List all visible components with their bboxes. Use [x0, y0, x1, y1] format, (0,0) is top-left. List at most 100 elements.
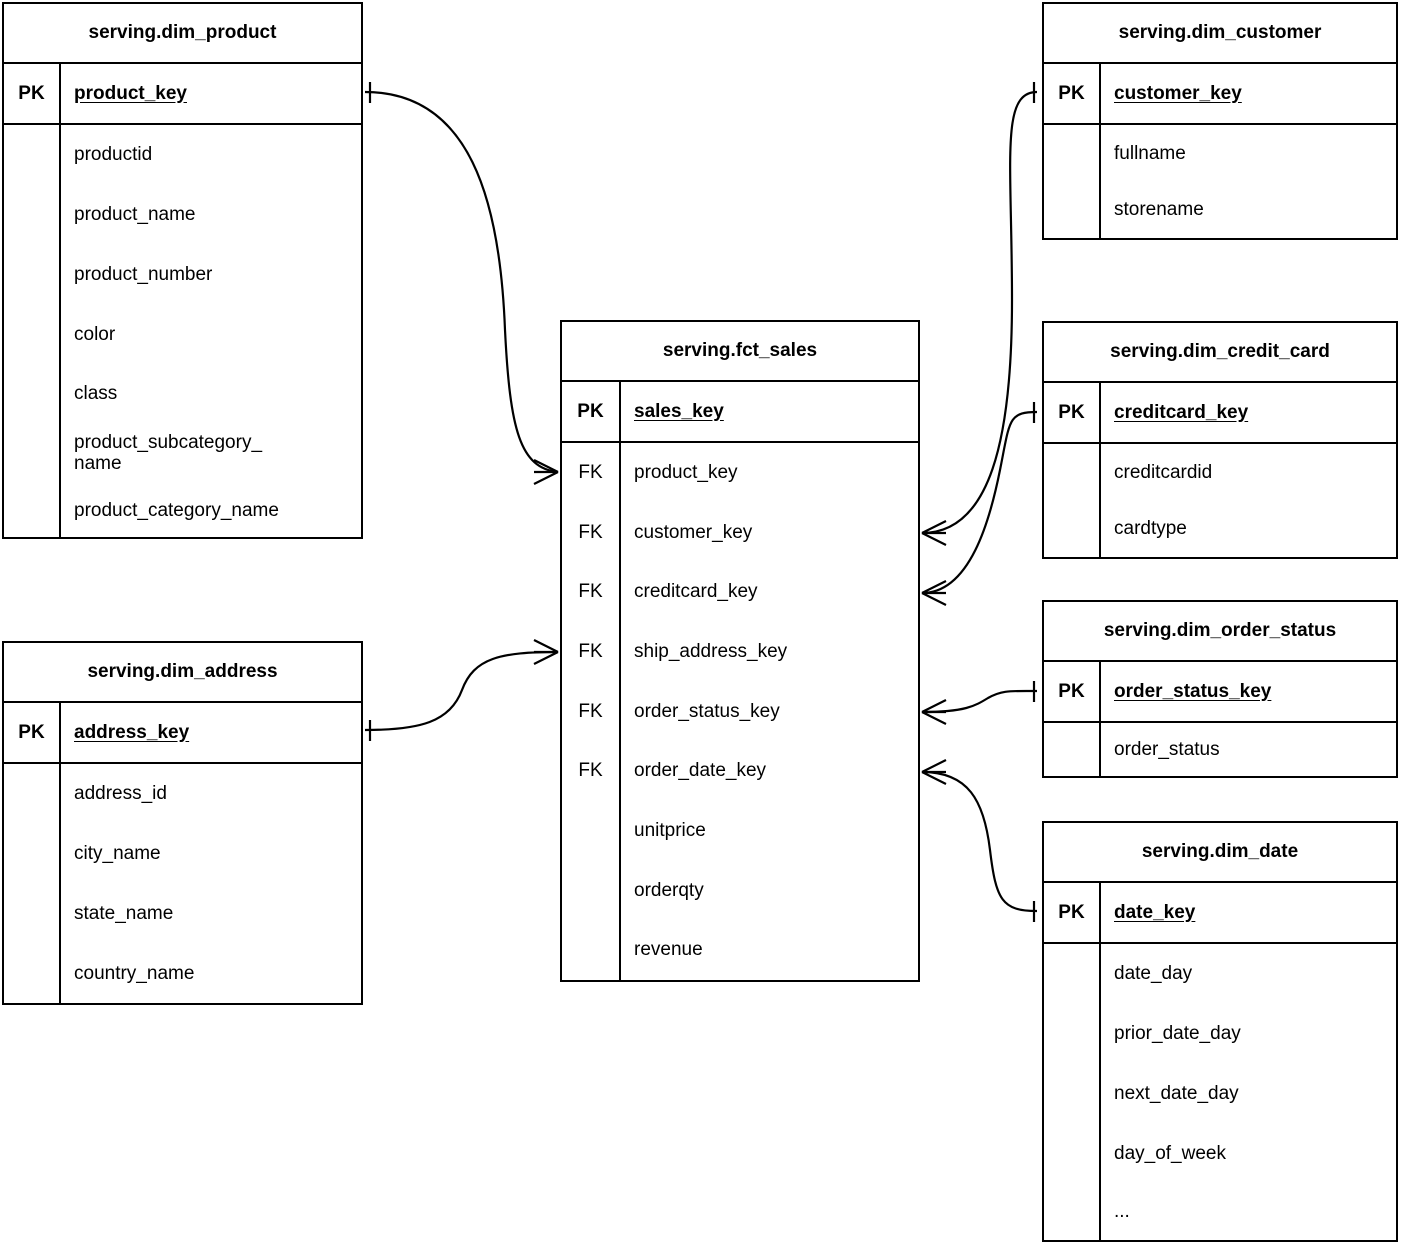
entity-body-dim-customer: PK customer_key fullname storename [1044, 64, 1396, 238]
fk-marker-order-date-key: FK [578, 760, 603, 782]
field-dim-date-day-of-week: day_of_week [1114, 1143, 1226, 1164]
field-fct-sales-revenue: revenue [634, 939, 703, 961]
entity-dim-order-status[interactable]: serving.dim_order_status PK order_status… [1042, 600, 1398, 778]
gutter-dim-credit-card-attrs [1044, 444, 1101, 557]
connector-line-sales-to-order-status [921, 689, 1038, 714]
pk-row-dim-date: PK date_key [1044, 883, 1396, 944]
attr-block-dim-product: productid product_name product_number co… [4, 125, 361, 537]
gutter-dim-product-attrs [4, 125, 61, 537]
entity-body-dim-product: PK product_key productid product_name pr… [4, 64, 361, 537]
pk-field-wrap-dim-order-status: order_status_key [1101, 662, 1396, 721]
entity-title-dim-customer: serving.dim_customer [1044, 4, 1396, 64]
entity-dim-credit-card[interactable]: serving.dim_credit_card PK creditcard_ke… [1042, 321, 1398, 559]
field-fct-sales-order-status-key: order_status_key [634, 700, 780, 722]
gutter-dim-credit-card-pk: PK [1044, 383, 1101, 442]
field-label: sales_key [634, 400, 724, 422]
pk-row-dim-product: PK product_key [4, 64, 361, 125]
entity-dim-product[interactable]: serving.dim_product PK product_key produ… [2, 2, 363, 539]
marker-orderqty [562, 861, 619, 921]
gutter-dim-address-attrs [4, 764, 61, 1003]
pk-row-dim-address: PK address_key [4, 703, 361, 764]
field-label: order_status_key [1114, 680, 1272, 702]
pk-marker-dim-date: PK [1058, 901, 1085, 923]
marker-unitprice [562, 801, 619, 861]
pk-field-wrap-dim-credit-card: creditcard_key [1101, 383, 1396, 442]
attr-fields-dim-product: productid product_name product_number co… [61, 125, 361, 537]
attr-block-dim-date: date_day prior_date_day next_date_day da… [1044, 944, 1396, 1240]
field-dim-credit-card-creditcard-key: creditcard_key [1101, 383, 1396, 442]
attr-fields-dim-order-status: order_status [1101, 723, 1396, 776]
field-label: address_key [74, 721, 190, 743]
pk-field-wrap-dim-customer: customer_key [1101, 64, 1396, 123]
attr-block-dim-credit-card: creditcardid cardtype [1044, 444, 1396, 557]
field-dim-address-state-name: state_name [74, 903, 174, 924]
entity-title-dim-address: serving.dim_address [4, 643, 361, 703]
attr-block-dim-address: address_id city_name state_name country_… [4, 764, 361, 1003]
pk-marker-dim-customer: PK [1058, 82, 1085, 104]
pk-marker-dim-credit-card: PK [1058, 401, 1085, 423]
field-dim-credit-card-cardtype: cardtype [1114, 518, 1187, 540]
entity-dim-customer[interactable]: serving.dim_customer PK customer_key ful… [1042, 2, 1398, 240]
field-fct-sales-product-key: product_key [634, 461, 738, 483]
gutter-dim-order-status-pk: PK [1044, 662, 1101, 721]
field-fct-sales-creditcard-key: creditcard_key [634, 581, 758, 603]
pk-field-wrap-dim-date: date_key [1101, 883, 1396, 942]
field-dim-date-date-day: date_day [1114, 963, 1193, 984]
field-label: customer_key [1114, 82, 1242, 104]
gutter-fct-sales-pk: PK [562, 382, 621, 441]
field-dim-order-status-order-status: order_status [1114, 738, 1220, 760]
entity-body-fct-sales: PK sales_key FK FK FK FK FK FK [562, 382, 918, 980]
field-dim-credit-card-creditcardid: creditcardid [1114, 461, 1213, 483]
field-dim-product-product-number: product_number [74, 264, 213, 285]
attr-fields-fct-sales: product_key customer_key creditcard_key … [621, 443, 918, 980]
crowsfoot-fct-sales-customer-key [921, 520, 947, 546]
field-dim-address-country-name: country_name [74, 962, 195, 984]
field-dim-date-date-key: date_key [1101, 883, 1396, 942]
gutter-dim-address-pk: PK [4, 703, 61, 762]
field-dim-customer-customer-key: customer_key [1101, 64, 1396, 123]
pk-field-wrap-fct-sales: sales_key [621, 382, 918, 441]
field-dim-order-status-order-status-key: order_status_key [1101, 662, 1396, 721]
attr-block-dim-order-status: order_status [1044, 723, 1396, 776]
fk-marker-product-key: FK [578, 461, 603, 483]
field-label: date_key [1114, 901, 1196, 923]
relationship-sales-to-credit-card [921, 402, 1038, 606]
field-dim-product-productid: productid [74, 144, 153, 165]
attr-fields-dim-customer: fullname storename [1101, 125, 1396, 238]
entity-title-dim-credit-card: serving.dim_credit_card [1044, 323, 1396, 383]
fk-marker-customer-key: FK [578, 521, 603, 543]
gutter-fct-sales-attrs: FK FK FK FK FK FK [562, 443, 621, 980]
attr-fields-dim-credit-card: creditcardid cardtype [1101, 444, 1396, 557]
pk-row-dim-customer: PK customer_key [1044, 64, 1396, 125]
field-dim-address-address-key: address_key [61, 703, 361, 762]
entity-body-dim-address: PK address_key address_id city_name stat… [4, 703, 361, 1003]
fk-marker-order-status-key: FK [578, 700, 603, 722]
relationship-address-to-sales [364, 639, 559, 741]
entity-title-dim-date: serving.dim_date [1044, 823, 1396, 883]
entity-fct-sales[interactable]: serving.fct_sales PK sales_key FK FK FK … [560, 320, 920, 982]
crowsfoot-fct-sales-ship-address-key [533, 639, 559, 665]
entity-body-dim-date: PK date_key date_day prior_date_day next… [1044, 883, 1396, 1240]
connector-line-sales-to-date [921, 770, 1038, 913]
relationship-sales-to-order-status [921, 681, 1038, 725]
pk-marker-dim-address: PK [18, 721, 45, 743]
field-dim-product-class: class [74, 383, 118, 404]
field-fct-sales-sales-key: sales_key [621, 382, 918, 441]
pk-row-fct-sales: PK sales_key [562, 382, 918, 443]
field-dim-date-ellipsis: ... [1114, 1201, 1130, 1222]
entity-dim-date[interactable]: serving.dim_date PK date_key date_day pr… [1042, 821, 1398, 1242]
field-dim-date-next-date-day: next_date_day [1114, 1083, 1239, 1104]
pk-row-dim-order-status: PK order_status_key [1044, 662, 1396, 723]
field-fct-sales-orderqty: orderqty [634, 879, 704, 901]
field-fct-sales-unitprice: unitprice [634, 819, 706, 841]
pk-row-dim-credit-card: PK creditcard_key [1044, 383, 1396, 444]
connector-line-address-to-sales [364, 650, 559, 732]
attr-fields-dim-address: address_id city_name state_name country_… [61, 764, 361, 1003]
field-dim-product-product-subcategory-name: product_subcategory_ name [74, 432, 263, 474]
entity-dim-address[interactable]: serving.dim_address PK address_key addre… [2, 641, 363, 1005]
relationship-product-to-sales [364, 82, 559, 485]
entity-title-fct-sales: serving.fct_sales [562, 322, 918, 382]
gutter-dim-customer-pk: PK [1044, 64, 1101, 123]
field-dim-address-address-id: address_id [74, 783, 167, 804]
crowsfoot-fct-sales-creditcard-key [921, 580, 947, 606]
